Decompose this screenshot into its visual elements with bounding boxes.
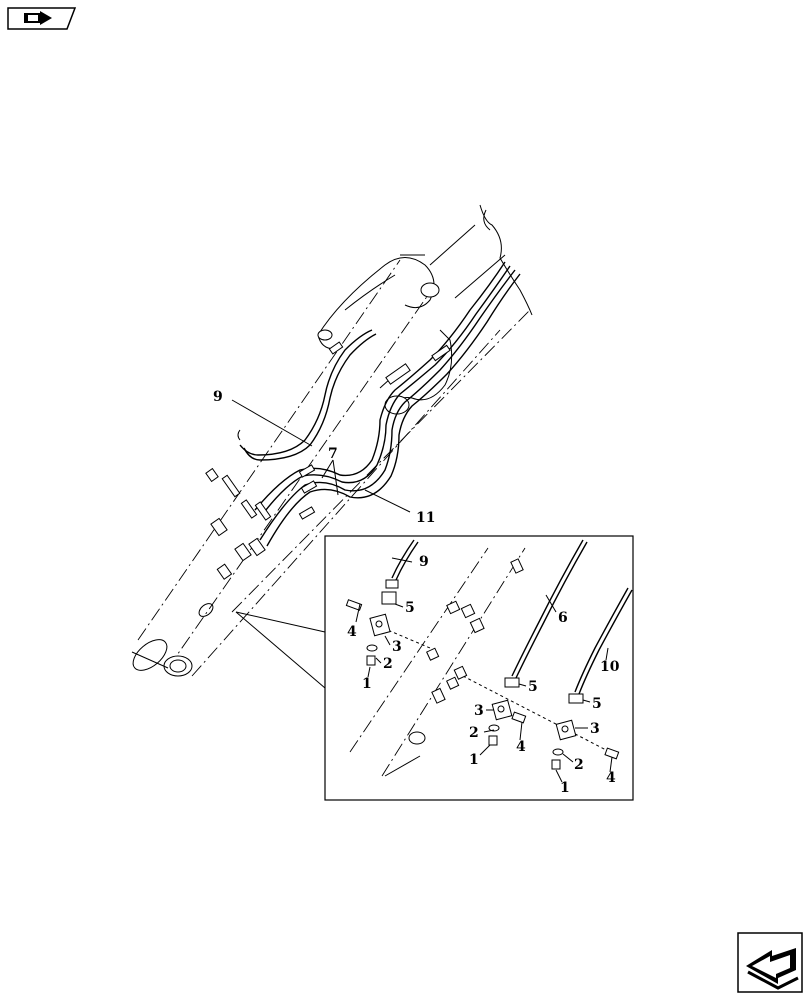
callout-detail-9: 9 (419, 554, 429, 570)
callout-detail-10: 10 (600, 659, 620, 675)
arm-cylinder-bracket (317, 254, 440, 350)
boom-foot-pin (131, 639, 193, 677)
callout-detail-4c: 4 (606, 770, 616, 786)
callout-detail-4a: 4 (347, 624, 357, 640)
next-page-arrow-icon[interactable] (737, 932, 803, 993)
detail-view (324, 535, 634, 801)
callout-detail-3b: 3 (474, 703, 484, 719)
boom-assembly (131, 204, 533, 677)
callout-detail-3a: 3 (392, 639, 402, 655)
callout-detail-3c: 3 (590, 721, 600, 737)
detail-pointer-bottom (235, 611, 326, 689)
callout-detail-4b: 4 (516, 739, 526, 755)
callout-11: 11 (416, 510, 435, 526)
pipe-10 (574, 587, 633, 695)
boom-lug-hole (198, 603, 214, 617)
callout-detail-2a: 2 (383, 656, 393, 672)
clamp-clips (426, 558, 524, 704)
page-back-icon[interactable] (7, 7, 77, 30)
hydraulic-hose-7 (254, 261, 511, 516)
detail-boom-hole (408, 731, 426, 745)
hose-end-fittings (205, 341, 451, 580)
callout-detail-1a: 1 (362, 676, 372, 692)
fitting-group-a (345, 579, 399, 666)
hydraulic-hose-9 (239, 329, 377, 461)
callout-detail-1c: 1 (560, 780, 570, 796)
callout-detail-1b: 1 (469, 752, 479, 768)
pipe-6 (511, 539, 588, 679)
fitting-group-b (488, 677, 527, 746)
callout-detail-5b: 5 (528, 679, 538, 695)
detail-pointer-top (235, 611, 326, 633)
callout-detail-5a: 5 (405, 600, 415, 616)
callout-detail-2b: 2 (469, 725, 479, 741)
fitting-group-c (551, 693, 620, 770)
callout-7: 7 (328, 446, 338, 462)
callout-detail-2c: 2 (574, 757, 584, 773)
callout-9: 9 (213, 389, 223, 405)
callout-detail-6: 6 (558, 610, 568, 626)
callout-detail-5c: 5 (592, 696, 602, 712)
